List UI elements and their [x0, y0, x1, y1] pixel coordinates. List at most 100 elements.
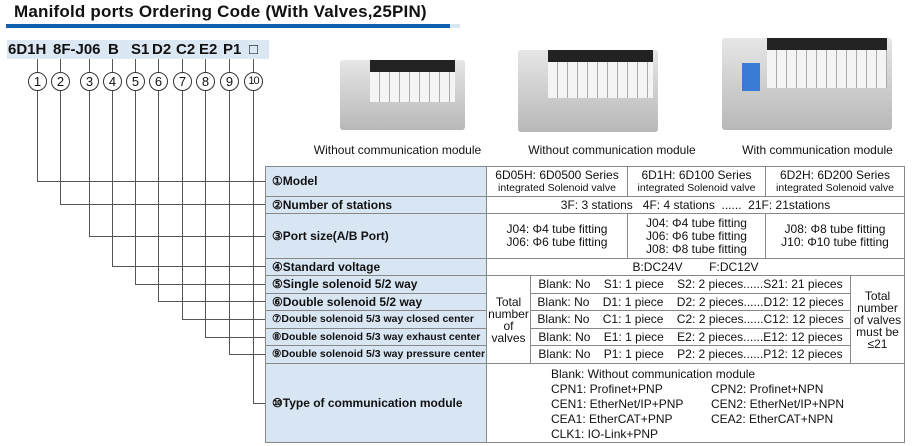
code-comm: □ [249, 41, 259, 58]
title-underline-end [450, 24, 460, 28]
port-option: J10: Φ10 tube fitting [781, 235, 889, 249]
model-desc: integrated Solenoid valve [776, 181, 894, 194]
row-label-voltage: ④Standard voltage [265, 258, 487, 276]
photo-caption-2: Without communication module [528, 143, 696, 157]
index-circle-8: 8 [196, 72, 215, 91]
leader-line [253, 403, 265, 404]
product-photo-3 [722, 38, 892, 130]
row-label-valve: ⑦Double solenoid 5/3 way closed center [265, 310, 487, 329]
row-label-model: ①Model [265, 166, 487, 197]
index-circle-6: 6 [149, 72, 168, 91]
model-desc: integrated Solenoid valve [498, 181, 616, 194]
photo-caption-3: With communication module [742, 143, 893, 157]
port-option: J06: Φ6 tube fitting [506, 235, 608, 249]
comm-option: CLK1: IO-Link+PNP [551, 427, 659, 441]
comm-option: CEA2: EtherCAT+NPN [711, 412, 834, 426]
valve-quantity-options: Blank: No C1: 1 piece C2: 2 pieces......… [530, 310, 851, 329]
comm-options: Blank: Without communication module CPN1… [486, 363, 905, 443]
leader-line [89, 59, 90, 72]
stations-value: 3F: 3 stations 4F: 4 stations ...... 21F… [486, 196, 905, 214]
leader-line [158, 59, 159, 72]
port-option: J04: Φ4 tube fitting [506, 222, 608, 236]
comm-option: CEN1: EtherNet/IP+PNP [551, 397, 684, 411]
valve-quantity-options: Blank: No P1: 1 piece P2: 2 pieces......… [530, 345, 851, 364]
total-valves-limit: Total number of valves must be ≤21 [850, 275, 905, 364]
voltage-value: B:DC24V F:DC12V [486, 258, 905, 276]
row-label-valve: ⑥Double solenoid 5/2 way [265, 293, 487, 311]
code-exhaust: E2 [199, 41, 218, 58]
code-voltage: B [108, 41, 119, 58]
valve-quantity-options: Blank: No E1: 1 piece E2: 2 pieces......… [530, 328, 851, 346]
row-label-comm: ⑩Type of communication module [265, 363, 487, 443]
leader-line [182, 91, 183, 319]
code-stations-port: 8F-J06 [53, 41, 101, 58]
comm-option: Blank: Without communication module [551, 367, 756, 381]
leader-line [60, 91, 61, 204]
leader-line [229, 59, 230, 72]
index-circle-3: 3 [80, 72, 99, 91]
index-circle-4: 4 [103, 72, 122, 91]
code-closed: C2 [176, 41, 196, 58]
leader-line [89, 91, 90, 236]
leader-line [60, 59, 61, 72]
index-circle-2: 2 [51, 72, 70, 91]
leader-line [253, 59, 254, 72]
leader-line [182, 59, 183, 72]
comm-option: CEN2: EtherNet/IP+NPN [711, 397, 845, 411]
code-double: D2 [152, 41, 172, 58]
port-option: J04: Φ4 tube fitting [646, 215, 747, 230]
leader-line [205, 337, 265, 338]
leader-line [158, 301, 265, 302]
model-code: 6D1H: 6D100 Series [641, 167, 752, 182]
leader-line [112, 91, 113, 266]
code-model: 6D1H [8, 41, 47, 58]
model-desc: integrated Solenoid valve [637, 181, 756, 194]
port-option: J08: Φ8 tube fitting [784, 222, 886, 236]
model-code: 6D2H: 6D200 Series [779, 167, 891, 182]
product-photo-2 [518, 50, 658, 132]
title-underline [6, 24, 450, 28]
leader-line [253, 91, 254, 403]
row-label-port: ③Port size(A/B Port) [265, 213, 487, 259]
total-valves-label: Total number of valves [486, 275, 531, 364]
leader-line [112, 59, 113, 72]
index-circle-7: 7 [173, 72, 192, 91]
code-pressure: P1 [223, 41, 242, 58]
valve-quantity-options: Blank: No D1: 1 piece D2: 2 pieces......… [530, 293, 851, 311]
photo-caption-1: Without communication module [313, 143, 482, 157]
model-code: 6D05H: 6D0500 Series [495, 167, 619, 182]
leader-line [135, 59, 136, 72]
index-circle-1: 1 [28, 72, 47, 91]
index-circle-5: 5 [126, 72, 145, 91]
valve-quantity-options: Blank: No S1: 1 piece S2: 2 pieces......… [530, 275, 851, 294]
leader-line [158, 91, 159, 301]
port-option: J06: Φ6 tube fitting [646, 228, 747, 243]
leader-line [182, 319, 265, 320]
product-photo-1 [340, 60, 465, 130]
row-label-valve: ⑤Single solenoid 5/2 way [265, 275, 487, 294]
leader-line [205, 91, 206, 337]
row-label-stations: ②Number of stations [265, 196, 487, 214]
leader-line [37, 91, 38, 181]
code-single: S1 [131, 41, 150, 58]
page-title: Manifold ports Ordering Code (With Valve… [14, 2, 427, 21]
leader-line [89, 236, 265, 237]
row-label-valve: ⑨Double solenoid 5/3 way pressure center [265, 345, 487, 364]
leader-line [205, 59, 206, 72]
leader-line [112, 266, 265, 267]
leader-line [37, 59, 38, 72]
index-circle-9: 9 [220, 72, 239, 91]
row-label-valve: ⑧Double solenoid 5/3 way exhaust center [265, 328, 487, 346]
ordering-code: 6D1H 8F-J06 B S1 D2 C2 E2 P1 □ [7, 40, 269, 59]
port-option: J08: Φ8 tube fitting [646, 241, 747, 256]
leader-line [135, 91, 136, 284]
comm-option: CPN2: Profinet+NPN [711, 382, 824, 396]
leader-line [60, 204, 265, 205]
index-circle-10: 10 [244, 72, 263, 91]
leader-line [135, 284, 265, 285]
